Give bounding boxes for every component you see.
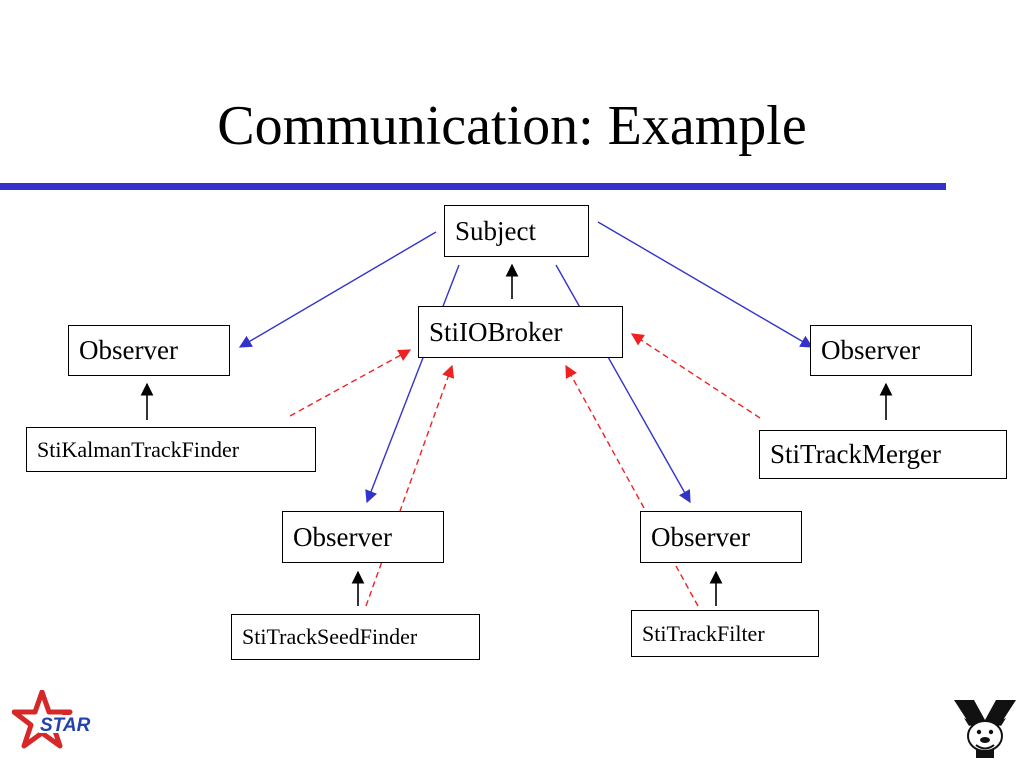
broker-label: StiIOBroker [429, 316, 563, 347]
merger-box: StiTrackMerger [759, 430, 1007, 479]
register-arrow-merger [630, 333, 761, 419]
kalman-label: StiKalmanTrackFinder [37, 436, 240, 462]
subject-box: Subject [444, 205, 589, 257]
register-arrow-filter-lower [675, 565, 699, 607]
title-underline [0, 183, 946, 190]
observer-bottom-right-label: Observer [651, 521, 750, 552]
register-arrow-filter-upper [565, 364, 645, 509]
kalman-box: StiKalmanTrackFinder [26, 427, 316, 472]
seed-box: StiTrackSeedFinder [231, 614, 480, 660]
observer-bottom-left-box: Observer [282, 511, 444, 563]
notify-arrow-right [597, 221, 814, 348]
notify-arrow-bottom-right [555, 264, 691, 504]
filter-box: StiTrackFilter [631, 610, 819, 657]
star-logo-icon: STAR [12, 690, 97, 749]
observer-right-box: Observer [810, 325, 972, 376]
merger-label: StiTrackMerger [770, 439, 941, 469]
observer-left-box: Observer [68, 325, 230, 376]
yale-bulldog-logo-icon [954, 700, 1016, 758]
subject-label: Subject [455, 215, 536, 246]
seed-label: StiTrackSeedFinder [242, 624, 418, 649]
notify-arrow-left [238, 231, 437, 348]
observer-bottom-left-label: Observer [293, 521, 392, 552]
broker-box: StiIOBroker [418, 306, 623, 358]
observer-right-label: Observer [821, 335, 920, 365]
register-arrow-seed [365, 364, 455, 607]
star-logo-text: STAR [40, 715, 91, 736]
observer-bottom-right-box: Observer [640, 511, 802, 563]
observer-left-label: Observer [79, 335, 178, 365]
register-arrow-kalman [289, 349, 412, 417]
notify-arrow-bottom-left [365, 264, 460, 504]
filter-label: StiTrackFilter [642, 620, 765, 646]
slide-title: Communication: Example [217, 95, 807, 157]
